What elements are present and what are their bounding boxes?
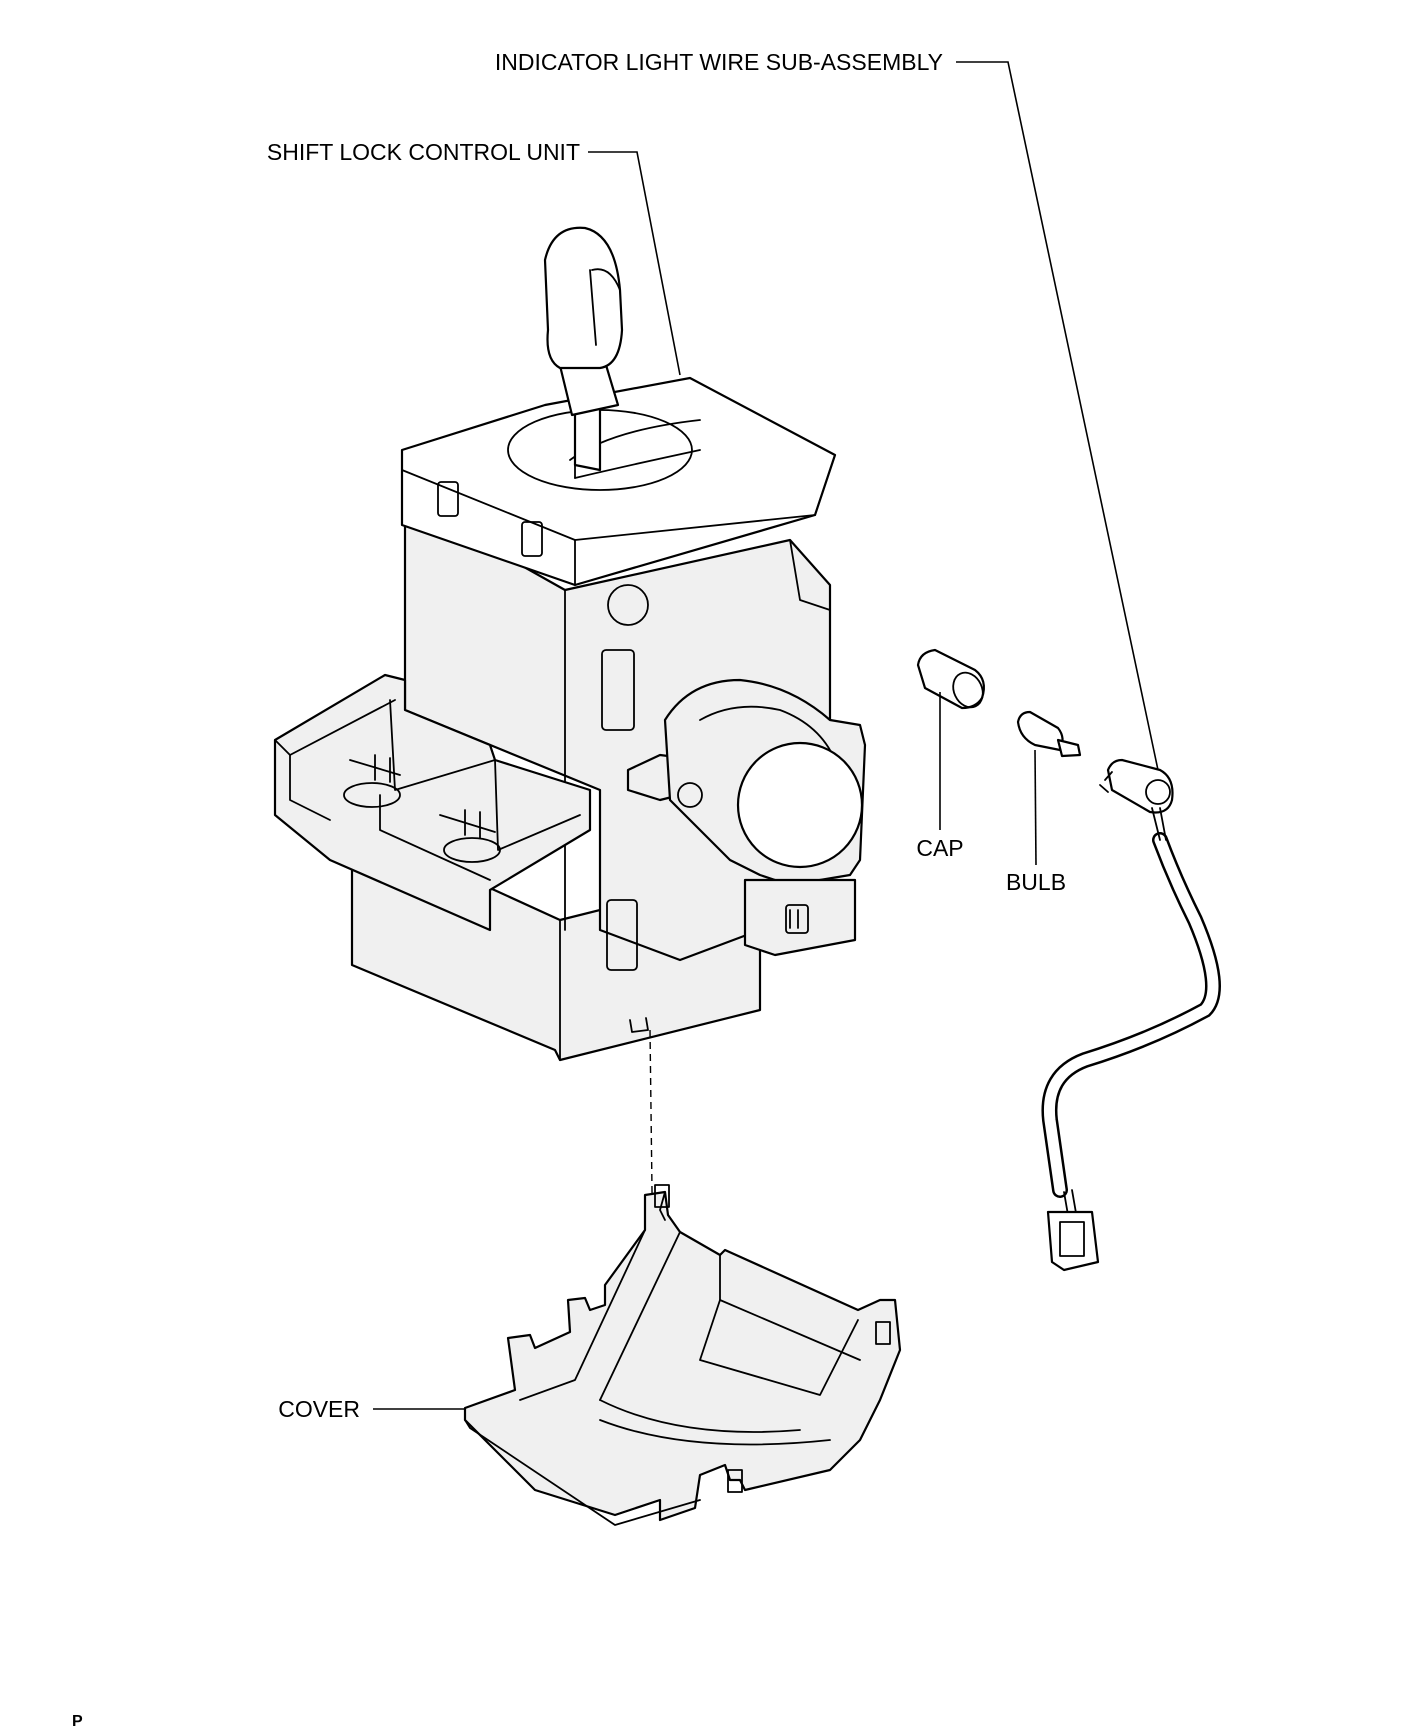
callout-leaders — [373, 61, 1159, 1410]
indicator-wire-drawing — [1041, 758, 1221, 1272]
label-cover: COVER — [278, 1396, 360, 1422]
label-shift-lock-control-unit: SHIFT LOCK CONTROL UNIT — [267, 139, 580, 165]
shift-lock-control-unit-drawing — [273, 226, 867, 1431]
cover-drawing — [463, 1184, 902, 1526]
label-cap: CAP — [916, 835, 963, 861]
bulb-drawing — [1016, 710, 1082, 758]
label-bulb: BULB — [1006, 869, 1066, 895]
cap-drawing — [916, 648, 985, 710]
footer-code: P — [72, 1713, 83, 1730]
label-indicator-light-wire: INDICATOR LIGHT WIRE SUB-ASSEMBLY — [495, 49, 943, 75]
